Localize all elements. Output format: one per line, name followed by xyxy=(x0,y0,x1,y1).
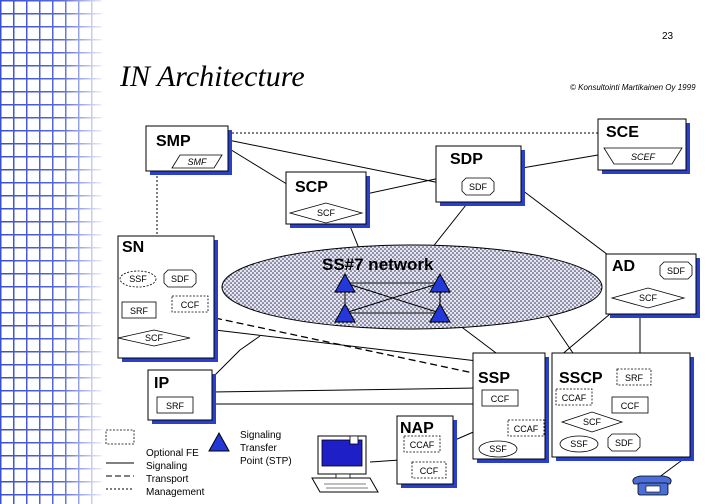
legend-stp-line3: Point (STP) xyxy=(240,456,292,467)
sscp-sdf-label: SDF xyxy=(615,438,634,448)
ip-label: IP xyxy=(154,375,169,392)
ip-srf-label: SRF xyxy=(166,401,185,411)
sn-ssf-shape xyxy=(119,270,157,288)
nap-ccf-label: CCF xyxy=(420,466,439,476)
ad-scf-label: SCF xyxy=(639,293,658,303)
sscp-ccf-shape xyxy=(611,396,649,414)
nap-ccf-shape xyxy=(411,461,447,479)
sn-scf-shape xyxy=(117,329,191,347)
sdp-ad-link xyxy=(521,189,613,259)
legend-transport: Transport xyxy=(146,474,189,485)
legend-stp-line2: Transfer xyxy=(240,443,278,454)
sn-ccf-label: CCF xyxy=(181,300,200,310)
legend-optional-fe: Optional FE xyxy=(146,448,199,459)
page-number: 23 xyxy=(662,31,674,42)
sn-ssp-link xyxy=(214,329,521,367)
scp-sdp-link xyxy=(365,177,441,195)
sdp-label: SDP xyxy=(450,151,483,168)
sdp-sdf-label: SDF xyxy=(469,182,488,192)
ad-ssp-link xyxy=(559,313,611,357)
sn-sdf-label: SDF xyxy=(171,274,190,284)
telephone-icon xyxy=(632,475,672,496)
page-title: IN Architecture xyxy=(120,60,305,93)
sscp-ssf-label: SSF xyxy=(570,439,588,449)
smp-sdp-link xyxy=(227,139,441,184)
scef-label: SCEF xyxy=(631,152,656,162)
scp-label: SCP xyxy=(295,179,328,196)
ad-sdf-label: SDF xyxy=(667,266,686,276)
ssp-ssf-shape xyxy=(478,440,518,458)
nap-label: NAP xyxy=(400,420,434,437)
ad-sdf-shape xyxy=(659,261,693,280)
ss7-network-cloud xyxy=(221,244,603,330)
sscp-scf-label: SCF xyxy=(583,417,602,427)
legend-management: Management xyxy=(146,487,205,498)
sn-srf-label: SRF xyxy=(130,306,149,316)
stp-icon xyxy=(429,272,451,293)
left-grid-fade xyxy=(0,0,102,504)
ss7-network-label: SS#7 network xyxy=(322,255,434,274)
sscp-ccf-label: CCF xyxy=(621,401,640,411)
smf-label: SMF xyxy=(188,157,208,167)
ssp-ccaf-label: CCAF xyxy=(514,424,539,434)
scef-shape xyxy=(603,147,683,165)
sscp-srf-label: SRF xyxy=(625,373,644,383)
connection-lines xyxy=(156,132,694,479)
nap-terminal-link xyxy=(369,459,401,463)
scp-scf-label: SCF xyxy=(317,208,336,218)
nap-ccaf-shape xyxy=(403,435,441,453)
smp-label: SMP xyxy=(156,133,191,150)
ad-scf-shape xyxy=(610,287,686,309)
sscp-label: SSCP xyxy=(559,370,603,387)
smf-shape xyxy=(171,154,223,169)
legend: Optional FE Signaling Transport Manageme… xyxy=(105,429,292,498)
sn-srf-shape xyxy=(121,301,157,319)
scp-scf-shape xyxy=(288,202,364,224)
smp-scp-link xyxy=(227,147,291,187)
stp-icon xyxy=(429,302,451,323)
legend-stp-line1: Signaling xyxy=(240,430,281,441)
copyright-notice: © Konsultointi Martikainen Oy 1999 xyxy=(570,83,696,92)
ad-label: AD xyxy=(612,258,635,275)
sn-ccf-shape xyxy=(171,295,209,313)
ssp-ccf-label: CCF xyxy=(491,394,510,404)
legend-optional-fe-swatch xyxy=(105,429,135,445)
sscp-scf-shape xyxy=(560,411,624,433)
sn-label: SN xyxy=(122,239,144,256)
legend-stp-icon xyxy=(208,431,230,452)
sscp-ccaf-shape xyxy=(555,388,593,406)
sce-label: SCE xyxy=(606,124,639,141)
sdp-sdf-shape xyxy=(461,177,495,196)
sscp-ccaf-label: CCAF xyxy=(562,393,587,403)
ip-network-link xyxy=(211,349,241,379)
sscp-ssf-shape xyxy=(559,435,599,453)
ssp-ccaf-shape xyxy=(507,419,545,437)
sscp-sdf-shape xyxy=(607,433,641,452)
sn-scf-label: SCF xyxy=(145,333,164,343)
nap-ccaf-label: CCAF xyxy=(410,440,435,450)
ssp-ssf-label: SSF xyxy=(489,444,507,454)
stp-triangles xyxy=(334,272,451,323)
sn-ssf-label: SSF xyxy=(129,274,147,284)
sscp-srf-shape xyxy=(616,368,652,386)
legend-signaling: Signaling xyxy=(146,461,187,472)
stp-icon xyxy=(334,272,356,293)
ssp-ccf-shape xyxy=(481,389,519,407)
computer-terminal-icon xyxy=(311,435,379,493)
ip-network-link-2 xyxy=(239,335,261,351)
sn-sdf-shape xyxy=(163,269,197,288)
sce-sdp-link xyxy=(521,154,599,169)
sn-ssp-transport-link xyxy=(214,317,479,375)
stp-icon xyxy=(334,302,356,323)
ip-srf-shape xyxy=(156,396,194,414)
ip-ssp-link xyxy=(211,387,479,393)
ssp-label: SSP xyxy=(478,370,510,387)
